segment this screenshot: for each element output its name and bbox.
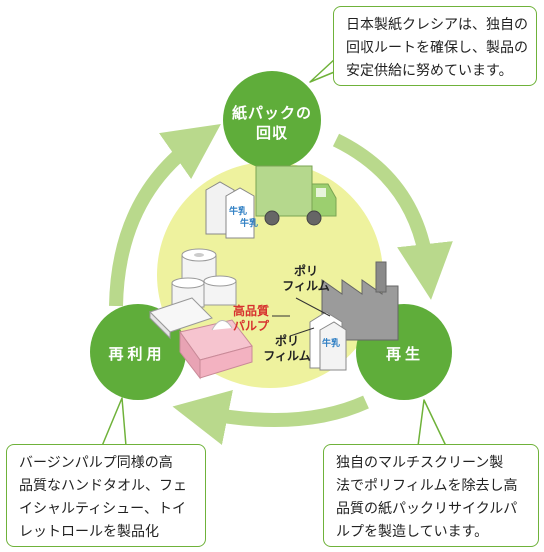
carton-glyph: 牛乳	[240, 217, 258, 229]
callout-line: 独自のマルチスクリーン製	[336, 455, 504, 471]
callout-reuse-note: バージンパルプ同様の高 品質なハンドタオル、フェ イシャルティシュー、トイ レッ…	[6, 444, 206, 547]
poly-film-lower-line: ポリ	[274, 334, 299, 348]
callout-line: 法でポリフィルムを除去し高	[336, 478, 518, 494]
node-collection-label-line: 回収	[255, 124, 288, 142]
poly-film-lower-line: フィルム	[263, 349, 311, 363]
callout-line: 日本製紙クレシアは、独自の	[346, 17, 528, 33]
arrow-reuse-to-collect	[109, 123, 221, 307]
callout-line: 安定供給に努めています。	[346, 63, 513, 79]
milk-cartons-pile: 牛乳 牛乳	[205, 181, 258, 239]
hand-towel-stack	[149, 297, 213, 340]
node-recycle-label: 再生	[385, 345, 424, 363]
poly-film-upper-label: ポリ フィルム	[281, 264, 331, 294]
node-reuse-label: 再利用	[108, 345, 166, 363]
callout-line: ルプを製造しています。	[336, 524, 489, 540]
poly-film-lower-label: ポリ フィルム	[262, 334, 312, 364]
high-quality-pulp-line: パルプ	[232, 319, 269, 333]
node-collection-label: 紙パックの 回収	[222, 103, 322, 143]
callout-line: バージンパルプ同様の高	[19, 455, 173, 471]
poly-film-upper-leader	[295, 297, 331, 317]
poly-film-lower-leader	[289, 327, 315, 337]
carton-glyph: 牛乳	[229, 205, 247, 217]
callout-line: 品質なハンドタオル、フェ	[19, 478, 187, 494]
callout-line: 回収ルートを確保し、製品の	[346, 40, 528, 56]
tissue-box	[179, 319, 253, 380]
callout-line: イシャルティシュー、トイ	[19, 501, 187, 517]
arrow-collect-to-recycle	[332, 133, 453, 300]
callout-collection-note: 日本製紙クレシアは、独自の 回収ルートを確保し、製品の 安定供給に努めています。	[333, 6, 537, 86]
recycled-carton-cartons: 牛乳	[309, 311, 347, 371]
carton-glyph: 牛乳	[322, 337, 340, 349]
node-collection-label-line: 紙パックの	[231, 104, 312, 122]
truck-illustration	[255, 165, 337, 226]
callout-line: 品質の紙パックリサイクルパ	[336, 501, 518, 517]
callout-left-tail	[101, 397, 127, 447]
poly-film-upper-line: フィルム	[282, 279, 330, 293]
callout-line: レットロールを製品化	[19, 524, 159, 540]
node-collection	[223, 71, 321, 169]
callout-recycle-note: 独自のマルチスクリーン製 法でポリフィルムを除去し高 品質の紙パックリサイクルパ…	[323, 444, 539, 547]
callout-right-tail	[417, 399, 447, 447]
high-quality-pulp-label: 高品質 パルプ	[229, 304, 273, 334]
toilet-rolls	[171, 248, 237, 308]
high-quality-pulp-line: 高品質	[232, 304, 269, 318]
poly-film-upper-line: ポリ	[293, 264, 318, 278]
arrow-recycle-to-reuse	[172, 390, 369, 445]
